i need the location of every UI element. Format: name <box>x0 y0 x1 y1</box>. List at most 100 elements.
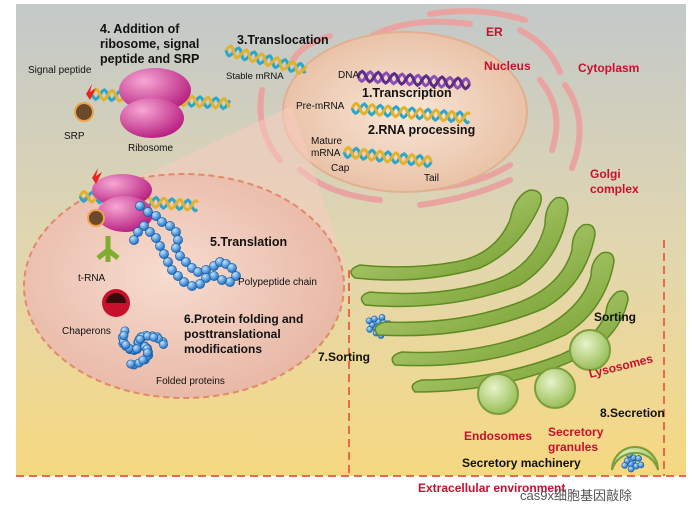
srp-icon <box>74 102 94 122</box>
mrna-label: mRNA <box>311 148 341 159</box>
secreted-bead <box>627 465 635 473</box>
dna-label: DNA <box>338 70 359 81</box>
folded-protein-bead <box>138 355 148 365</box>
tail-label: Tail <box>424 173 439 184</box>
dna-strand <box>356 69 471 91</box>
polypeptide-bead <box>195 279 205 289</box>
mature-mrna-strand <box>342 145 433 168</box>
polypeptide-bead <box>173 235 183 245</box>
step4-line1: 4. Addition of <box>100 22 180 36</box>
ribosome-top <box>74 68 191 138</box>
step1-label: 1.Transcription <box>362 86 452 100</box>
polypeptide-bead <box>145 227 155 237</box>
trna-label: t-RNA <box>78 273 106 284</box>
folded-protein-bead <box>126 359 136 369</box>
polypeptide-bead <box>225 277 235 287</box>
polypeptide-bead <box>133 227 143 237</box>
polypeptide-bead <box>171 243 181 253</box>
polypeptide-bead <box>165 221 175 231</box>
polypeptide-bead <box>159 249 169 259</box>
polypeptide-bead <box>129 235 139 245</box>
mature-mrna-strand <box>342 146 433 169</box>
signal-peptide-label: Signal peptide <box>28 65 92 76</box>
secretory-granule-vesicle <box>534 367 576 409</box>
folded-protein-bead <box>135 334 145 344</box>
watermark-label: cas9x细胞基因敲除 <box>520 488 632 503</box>
nucleus-label: Nucleus <box>484 59 531 73</box>
folded-protein-bead <box>142 348 152 358</box>
step4-line2: ribosome, signal <box>100 37 199 51</box>
golgi-label-1: Golgi <box>590 167 621 181</box>
polypeptide-bead <box>173 271 183 281</box>
step8-label: 8.Secretion <box>600 406 665 420</box>
polypeptide-bead <box>157 217 167 227</box>
mature-label: Mature <box>311 136 343 147</box>
polypeptide-bead <box>181 257 191 267</box>
secreted-bead <box>637 461 645 469</box>
sorting-label: Sorting <box>594 310 636 324</box>
folded-proteins-label: Folded proteins <box>156 376 225 387</box>
extracellular-label: Extracellular environment <box>418 481 565 495</box>
secreted-bead <box>621 462 628 469</box>
step6-line2: posttranslational <box>184 327 281 341</box>
secretory-granules-line2: granules <box>548 440 598 454</box>
polypeptide-bead <box>209 271 219 281</box>
chaperon-icon <box>102 289 130 317</box>
folded-protein-bead <box>149 332 159 342</box>
polypeptide-bead <box>167 265 177 275</box>
polypeptide-label: Polypeptide chain <box>238 277 317 288</box>
golgi-cargo-bead <box>366 326 373 333</box>
folded-protein-bead <box>119 331 129 341</box>
folded-protein-bead <box>132 344 142 354</box>
endosomes-label: Endosomes <box>464 429 532 443</box>
polypeptide-bead <box>151 211 161 221</box>
endosome-vesicle <box>477 373 519 415</box>
folded-protein-bead <box>121 340 131 350</box>
step2-label: 2.RNA processing <box>368 123 475 137</box>
step3-label: 3.Translocation <box>237 33 329 47</box>
cytoplasm-label: Cytoplasm <box>578 61 639 75</box>
extracellular-area <box>16 476 686 527</box>
polypeptide-bead <box>171 227 181 237</box>
secretory-machinery-label: Secretory machinery <box>462 456 581 470</box>
stable-mrna-strand <box>224 44 308 76</box>
golgi-label-2: complex <box>590 182 639 196</box>
stable-mrna-label: Stable mRNA <box>226 71 284 82</box>
pre-mrna-strand <box>350 101 471 124</box>
chaperons-label: Chaperons <box>62 326 111 337</box>
srp-label: SRP <box>64 131 85 142</box>
golgi-cargo-bead <box>378 314 386 321</box>
polypeptide-bead <box>187 281 197 291</box>
pre-mrna-label: Pre-mRNA <box>296 101 345 112</box>
polypeptide-bead <box>227 263 237 273</box>
step6-line3: modifications <box>184 342 262 356</box>
labels: 4. Addition of ribosome, signal peptide … <box>28 22 665 503</box>
polypeptide-bead <box>163 257 173 267</box>
secretory-granules-line1: Secretory <box>548 425 604 439</box>
nucleus <box>282 31 528 193</box>
signal-lightning-icon <box>86 84 96 100</box>
er-label: ER <box>486 25 503 39</box>
lysosome-vesicle <box>569 329 611 371</box>
secreted-bead <box>635 455 642 462</box>
polypeptide-bead <box>201 273 211 283</box>
step7-label: 7.Sorting <box>318 350 370 364</box>
polypeptide-bead <box>193 267 203 277</box>
polypeptide-bead <box>135 201 145 211</box>
polypeptide-bead <box>155 241 165 251</box>
polypeptide-bead <box>217 275 227 285</box>
step4-line3: peptide and SRP <box>100 52 199 66</box>
vesicles <box>477 329 659 471</box>
polypeptide-bead <box>151 233 161 243</box>
pre-mrna-strand <box>350 102 471 125</box>
golgi-cargo-bead <box>365 317 373 325</box>
secretion-vesicle <box>611 446 659 471</box>
step5-label: 5.Translation <box>210 235 287 249</box>
polypeptide-bead <box>143 207 153 217</box>
polypeptide-bead <box>231 271 241 281</box>
step6-line1: 6.Protein folding and <box>184 312 303 326</box>
polypeptide-bead <box>139 221 149 231</box>
folded-protein-bead <box>158 339 168 349</box>
